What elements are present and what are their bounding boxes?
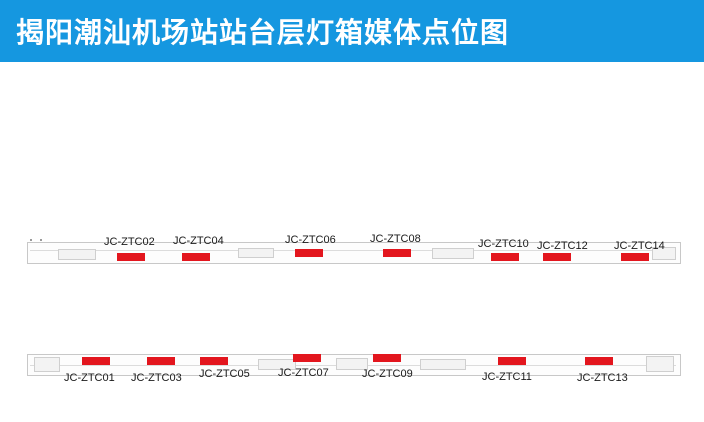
upper-track-marker bbox=[30, 239, 32, 241]
lower-track-left-end bbox=[34, 357, 60, 372]
media-label-upper: JC-ZTC06 bbox=[285, 234, 336, 246]
media-box-lower bbox=[82, 357, 110, 365]
lower-track-right-end bbox=[646, 356, 674, 372]
media-label-lower: JC-ZTC05 bbox=[199, 368, 250, 380]
media-label-lower: JC-ZTC07 bbox=[278, 367, 329, 379]
media-box-upper bbox=[295, 249, 323, 257]
title-banner: 揭阳潮汕机场站站台层灯箱媒体点位图 bbox=[0, 0, 704, 62]
media-box-upper bbox=[117, 253, 145, 261]
media-box-lower bbox=[200, 357, 228, 365]
media-label-lower: JC-ZTC01 bbox=[64, 372, 115, 384]
media-box-lower bbox=[498, 357, 526, 365]
media-label-upper: JC-ZTC14 bbox=[614, 240, 665, 252]
upper-track-marker bbox=[40, 239, 42, 241]
media-box-lower bbox=[293, 354, 321, 362]
media-box-upper bbox=[621, 253, 649, 261]
lower-track-structure bbox=[336, 358, 368, 370]
media-label-lower: JC-ZTC13 bbox=[577, 372, 628, 384]
media-label-upper: JC-ZTC02 bbox=[104, 236, 155, 248]
media-label-upper: JC-ZTC12 bbox=[537, 240, 588, 252]
upper-track-structure bbox=[432, 248, 474, 259]
media-box-lower bbox=[147, 357, 175, 365]
media-box-upper bbox=[383, 249, 411, 257]
media-label-lower: JC-ZTC03 bbox=[131, 372, 182, 384]
lower-track-structure bbox=[258, 359, 296, 370]
lower-track-structure bbox=[420, 359, 466, 370]
media-label-lower: JC-ZTC11 bbox=[482, 371, 532, 383]
upper-track-line bbox=[30, 250, 676, 251]
media-box-upper bbox=[182, 253, 210, 261]
media-box-upper bbox=[543, 253, 571, 261]
media-box-lower bbox=[373, 354, 401, 362]
media-label-lower: JC-ZTC09 bbox=[362, 368, 413, 380]
page-title: 揭阳潮汕机场站站台层灯箱媒体点位图 bbox=[16, 16, 510, 49]
upper-track-right-end bbox=[652, 247, 676, 260]
media-label-upper: JC-ZTC04 bbox=[173, 235, 224, 247]
media-label-upper: JC-ZTC10 bbox=[478, 238, 529, 250]
media-label-upper: JC-ZTC08 bbox=[370, 233, 421, 245]
upper-track-left-end bbox=[58, 249, 96, 260]
media-box-upper bbox=[491, 253, 519, 261]
media-box-lower bbox=[585, 357, 613, 365]
upper-track-structure bbox=[238, 248, 274, 258]
